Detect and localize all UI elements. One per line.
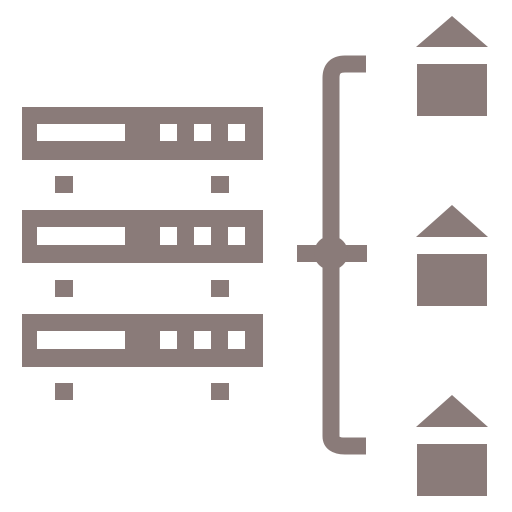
house-body-bottom <box>417 444 487 496</box>
house-icon-group <box>416 16 488 496</box>
house-roof-top <box>416 16 488 47</box>
server-unit-1-body <box>22 107 263 160</box>
house-roof-middle <box>416 205 488 237</box>
server-rack-icon <box>22 107 263 400</box>
house-body-top <box>417 64 487 116</box>
server-unit-3-body <box>22 314 263 367</box>
server-unit-2-body <box>22 210 263 263</box>
server-unit-1 <box>22 107 263 160</box>
rack-foot-right <box>211 383 229 400</box>
rack-connector-right-1 <box>211 176 229 193</box>
house-roof-bottom <box>416 395 488 427</box>
server-unit-2 <box>22 210 263 263</box>
rack-foot-left <box>55 383 73 400</box>
bracket-icon <box>297 55 367 455</box>
rack-connector-left-2 <box>55 280 73 297</box>
server-unit-3 <box>22 314 263 367</box>
house-icon-middle <box>416 205 488 306</box>
rack-connector-left-1 <box>55 176 73 193</box>
house-icon-bottom <box>416 395 488 496</box>
rack-connector-right-2 <box>211 280 229 297</box>
house-icon-top <box>416 16 488 116</box>
bracket-junction-node <box>314 236 348 270</box>
house-body-middle <box>417 254 487 306</box>
